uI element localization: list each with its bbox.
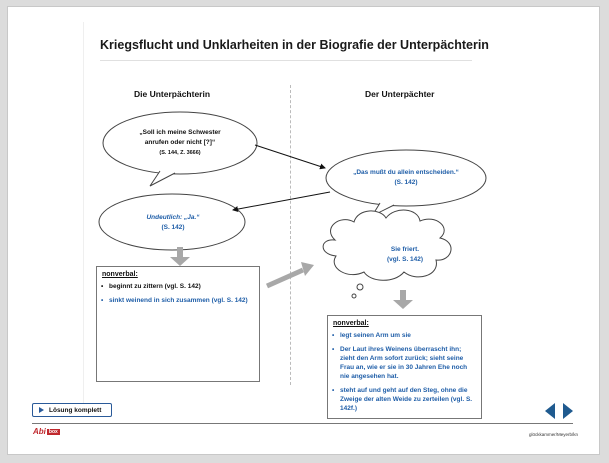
column-divider	[290, 85, 291, 385]
cloud-text: Sie friert. (vgl. S. 142)	[386, 246, 424, 263]
list-item: beginnt zu zittern (vgl. S. 142)	[101, 282, 255, 291]
previous-arrow-icon[interactable]	[545, 403, 555, 419]
thought-cloud	[322, 209, 452, 281]
page-title: Kriegsflucht und Unklarheiten in der Bio…	[100, 38, 489, 52]
undeutlich-text: Undeutlich: „Ja.“ (S. 142)	[146, 214, 200, 231]
gray-arrow-down-right	[393, 290, 413, 309]
nonverbal-box-right: nonverbal: legt seinen Arm um sie Der La…	[327, 315, 482, 419]
loesung-komplett-button[interactable]: Lösung komplett	[32, 403, 112, 417]
list-item: steht auf und geht auf den Steg, ohne di…	[332, 386, 477, 413]
nonverbal-heading: nonverbal:	[102, 271, 138, 278]
speech-bubble-undeutlich	[98, 193, 246, 251]
quote-right: „Das mußt du allein entscheiden.“ (S. 14…	[353, 169, 459, 186]
speech-bubble-quote-left	[102, 111, 258, 175]
nonverbal-box-left: nonverbal: beginnt zu zittern (vgl. S. 1…	[96, 266, 260, 382]
margin-line	[83, 22, 84, 407]
list-item: Der Laut ihres Weinens überrascht ihn; z…	[332, 345, 477, 381]
next-arrow-icon[interactable]	[563, 403, 573, 419]
arrow-answer-to-undeutlich	[232, 191, 331, 213]
speech-bubble-quote-right	[325, 149, 487, 207]
column-header-left: Die Unterpächterin	[134, 89, 211, 99]
title-underline	[100, 60, 472, 61]
play-icon	[39, 407, 44, 413]
quote-left: „Soll ich meine Schwester anrufen oder n…	[139, 129, 221, 156]
button-label: Lösung komplett	[49, 406, 102, 414]
gray-arrow-diagonal	[265, 262, 314, 289]
column-header-right: Der Unterpächter	[365, 89, 435, 99]
list-item: legt seinen Arm um sie	[332, 331, 477, 340]
list-item: sinkt weinend in sich zusammen (vgl. S. …	[101, 296, 255, 305]
gray-arrow-down-left	[170, 247, 190, 266]
arrow-quote-to-answer	[254, 144, 326, 170]
footer-divider	[32, 423, 573, 424]
nonverbal-heading: nonverbal:	[333, 320, 369, 327]
credit-text: glöckkammer/Meyerb/kn	[529, 432, 579, 437]
